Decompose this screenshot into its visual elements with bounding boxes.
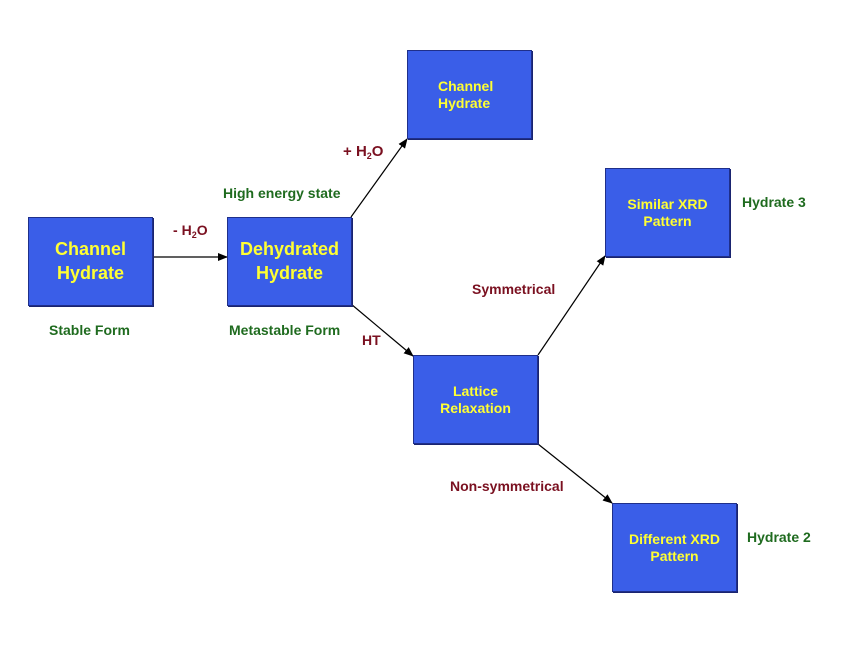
label-non-symmetrical: Non-symmetrical [450,478,564,494]
node-channel-hydrate-stable: Channel Hydrate [28,217,153,306]
label-h: H [181,222,192,238]
node-similar-xrd-pattern: Similar XRD Pattern [605,168,730,257]
node-label-line-2: Pattern [643,212,692,229]
label-ht: HT [362,332,381,348]
node-label-line-2: Pattern [650,547,699,564]
label-plus-water: + H2O [343,143,384,161]
label-symmetrical: Symmetrical [472,281,556,297]
node-label-line-1: Channel [54,239,126,260]
label-minus-water: - H2O [173,222,208,240]
arrow-lattice-to-different-xrd [537,443,613,504]
label-o: O [196,222,208,238]
arrow-dehydrated-to-channel-top [350,138,408,218]
label-o: O [371,143,384,160]
node-label-line-2: Hydrate [56,262,125,283]
node-label-line-1: Lattice [452,382,499,399]
node-label-line-1: Channel [438,77,494,94]
label-sign: - [173,222,182,238]
node-label-line-1: Dehydrated [239,239,340,260]
node-label-line-2: Hydrate [438,94,491,111]
node-label-line-1: Different XRD [628,530,720,547]
label-hydrate-3: Hydrate 3 [742,194,806,210]
node-label-line-1: Similar XRD [627,195,708,212]
node-dehydrated-hydrate: Dehydrated Hydrate [227,217,352,306]
label-subscript: 2 [366,151,372,161]
label-metastable-form: Metastable Form [229,322,341,338]
label-hydrate-2: Hydrate 2 [747,529,811,545]
label-h: H [355,143,367,160]
arrow-lattice-to-similar-xrd [537,255,606,356]
label-subscript: 2 [191,230,197,240]
node-different-xrd-pattern: Different XRD Pattern [612,503,737,592]
node-lattice-relaxation: Lattice Relaxation [413,355,538,444]
label-stable-form: Stable Form [49,322,130,338]
node-channel-hydrate-top: Channel Hydrate [407,50,532,139]
label-high-energy-state: High energy state [223,185,341,201]
node-label-line-2: Relaxation [440,399,511,416]
arrow-dehydrated-to-lattice [350,303,414,357]
label-sign: + [343,143,356,160]
node-label-line-2: Hydrate [255,262,324,283]
